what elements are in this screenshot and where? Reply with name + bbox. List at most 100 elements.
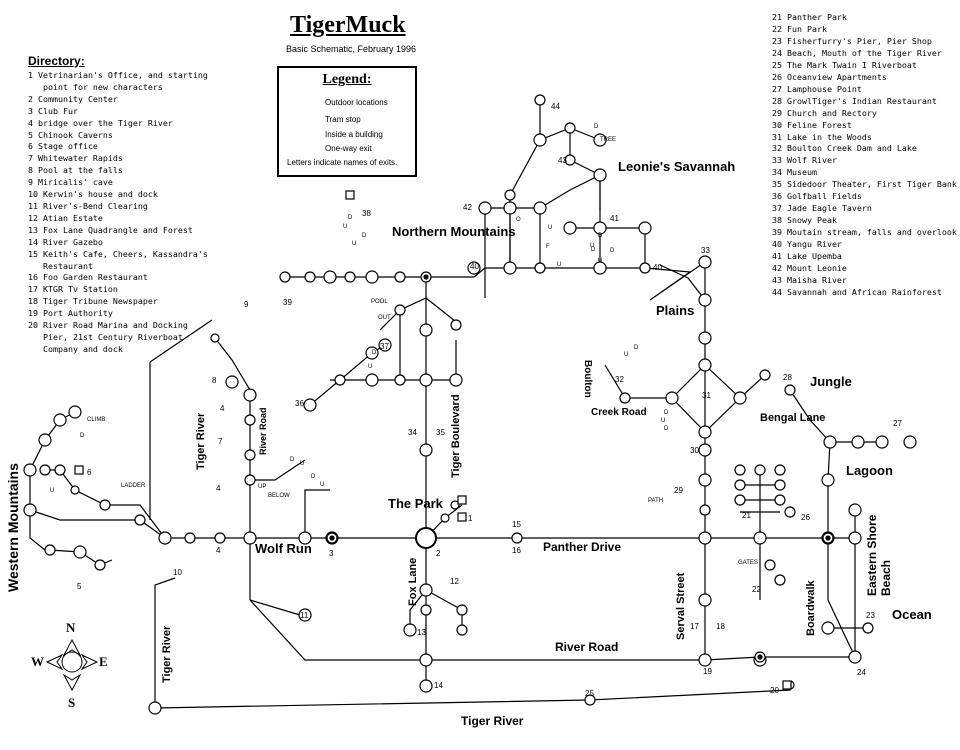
compass-rose-icon: [45, 638, 99, 692]
region-ocean: Ocean: [892, 607, 932, 622]
compass-east: E: [99, 654, 108, 669]
location-number: 43: [558, 156, 567, 165]
tram-stop-dot: [825, 535, 831, 541]
road-tiger-river-west: Tiger River: [161, 625, 173, 683]
dir-left-entry: 2 Community Center: [28, 93, 118, 104]
location-node: [784, 384, 796, 396]
location-number: 44: [551, 102, 560, 111]
location-node: [503, 201, 517, 215]
tram-stop-dot: [757, 654, 763, 660]
location-node: [821, 621, 835, 635]
location-node: [440, 513, 450, 523]
location-number: 26: [801, 513, 810, 522]
road-river-road-vertical: River Road: [258, 407, 268, 455]
dir-right-entry: 29 Church and Rectory: [772, 107, 877, 118]
dir-left-entry: 5 Chinook Caverns: [28, 129, 113, 140]
location-number: 23: [866, 611, 875, 620]
location-node: [225, 375, 239, 389]
road-river-road: River Road: [555, 640, 619, 654]
location-node: [279, 271, 291, 283]
road-tiger-river-north: Tiger River: [195, 412, 207, 470]
location-node: [698, 443, 712, 457]
exit-label: F: [546, 244, 550, 250]
location-node: [298, 531, 312, 545]
building-icon: [457, 495, 467, 505]
dir-right-entry: 37 Jade Eagle Tavern: [772, 203, 872, 214]
road-tiger-river-south: Tiger River: [461, 714, 524, 728]
location-node: [534, 94, 546, 106]
location-number: 28: [783, 373, 792, 382]
dir-right-entry: 30 Feline Forest: [772, 119, 852, 130]
location-node: [564, 122, 576, 134]
exit-label: D: [594, 124, 599, 130]
exit-label: D: [664, 410, 669, 416]
exit-label: D: [348, 215, 353, 221]
dir-left-entry: Pier, 21st Century Riverboat: [28, 331, 183, 342]
dir-right-entry: 42 Mount Leonie: [772, 263, 847, 274]
location-node: [23, 503, 37, 517]
location-node: [243, 388, 257, 402]
legend-note: Letters indicate names of exits.: [287, 158, 398, 167]
exit-label: D: [664, 426, 669, 432]
dir-left-entry: 4 bridge over the Tiger River: [28, 117, 173, 128]
road-boulton: Boulton: [582, 360, 593, 398]
location-node: [244, 414, 256, 426]
location-node: [244, 449, 256, 461]
location-number: 3: [329, 549, 334, 558]
location-node: [323, 270, 337, 284]
dir-right-entry: 25 The Mark Twain I Riverboat: [772, 59, 917, 70]
location-number: 30: [690, 446, 699, 455]
exit-label: D: [80, 433, 85, 439]
location-number: 40: [470, 262, 479, 271]
location-node: [214, 532, 226, 544]
location-number: 11: [300, 611, 309, 620]
location-node: [53, 413, 67, 427]
location-node: [504, 189, 516, 201]
location-node: [419, 653, 433, 667]
location-number: 15: [512, 520, 521, 529]
location-node: [394, 374, 406, 386]
exit-label: D: [372, 350, 377, 356]
dir-left-entry: Company and dock: [28, 343, 123, 354]
dir-right-entry: 32 Boulton Creek Dam and Lake: [772, 143, 917, 154]
exit-label: U: [300, 461, 305, 467]
location-number: 35: [436, 428, 445, 437]
location-number: 24: [857, 668, 866, 677]
location-node: [753, 531, 767, 545]
tram-stop-dot: [423, 274, 429, 280]
exit-label: U: [598, 258, 603, 264]
compass-north: N: [66, 620, 76, 635]
location-node: [875, 435, 889, 449]
location-number: 34: [408, 428, 417, 437]
location-node: [764, 559, 776, 571]
dir-right-entry: 31 Lake in the Woods: [772, 131, 872, 142]
dir-right-entry: 26 Oceanview Apartments: [772, 71, 887, 82]
location-number: 2: [436, 549, 441, 558]
location-number: 36: [295, 399, 304, 408]
location-node: [419, 323, 433, 337]
dir-left-entry: 11 River's-Bend Clearing: [28, 200, 148, 211]
location-node: [903, 435, 917, 449]
location-node: [158, 531, 172, 545]
location-number: 19: [703, 667, 712, 676]
exit-label: U: [343, 224, 348, 230]
exit-label: D: [311, 474, 316, 480]
location-node: [848, 503, 862, 517]
location-node: [754, 464, 766, 476]
location-node: [99, 499, 111, 511]
road-panther-drive: Panther Drive: [543, 540, 622, 554]
location-node: [759, 369, 771, 381]
location-node: [774, 494, 786, 506]
location-node: [365, 270, 379, 284]
exit-label: U: [590, 243, 595, 249]
location-node: [851, 435, 865, 449]
location-node: [698, 293, 712, 307]
location-node: [94, 559, 106, 571]
location-node: [698, 653, 712, 667]
location-node: [511, 532, 523, 544]
building-icon: [74, 465, 84, 475]
exit-label: TREE: [600, 137, 617, 143]
location-number: 18: [716, 622, 725, 631]
